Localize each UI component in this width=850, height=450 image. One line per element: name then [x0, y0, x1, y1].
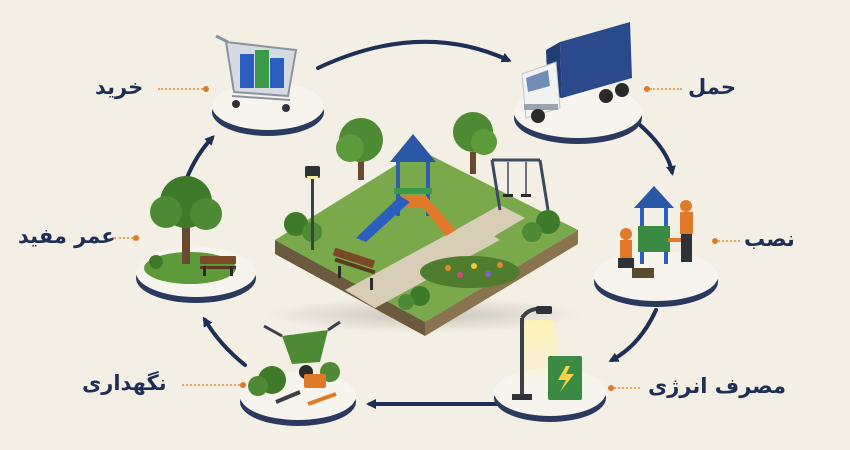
- truck-icon: [521, 22, 632, 123]
- cycle-arrows: [184, 39, 676, 409]
- arrow-useful-life-to-purchase: [184, 135, 215, 182]
- stage-useful-life: [136, 176, 256, 303]
- maintenance-label: نگهداری: [82, 371, 167, 395]
- arrow-maintenance-to-useful-life: [202, 316, 247, 367]
- stage-transport: [514, 22, 642, 144]
- stage-purchase: [212, 34, 324, 136]
- useful-life-label: عمر مفید: [18, 224, 116, 248]
- shopping-cart-icon: [215, 34, 298, 112]
- workers-installing-icon: [618, 186, 693, 278]
- stage-installation: [594, 186, 718, 307]
- stage-energy: [494, 306, 606, 422]
- installation-label: نصب: [744, 227, 795, 251]
- park-playground-icon: [265, 112, 585, 336]
- street-lamp-electric-box-icon: [512, 306, 582, 400]
- tree-bench-icon: [144, 176, 236, 284]
- energy-label: مصرف انرژی: [648, 374, 786, 398]
- transport-label: حمل: [688, 75, 736, 99]
- stage-maintenance: [240, 320, 356, 426]
- arrow-transport-to-installation: [638, 123, 676, 176]
- purchase-label: خرید: [95, 75, 144, 99]
- arrow-purchase-to-transport: [316, 39, 512, 70]
- arrow-installation-to-energy: [608, 308, 658, 362]
- wheelbarrow-tools-icon: [248, 320, 341, 406]
